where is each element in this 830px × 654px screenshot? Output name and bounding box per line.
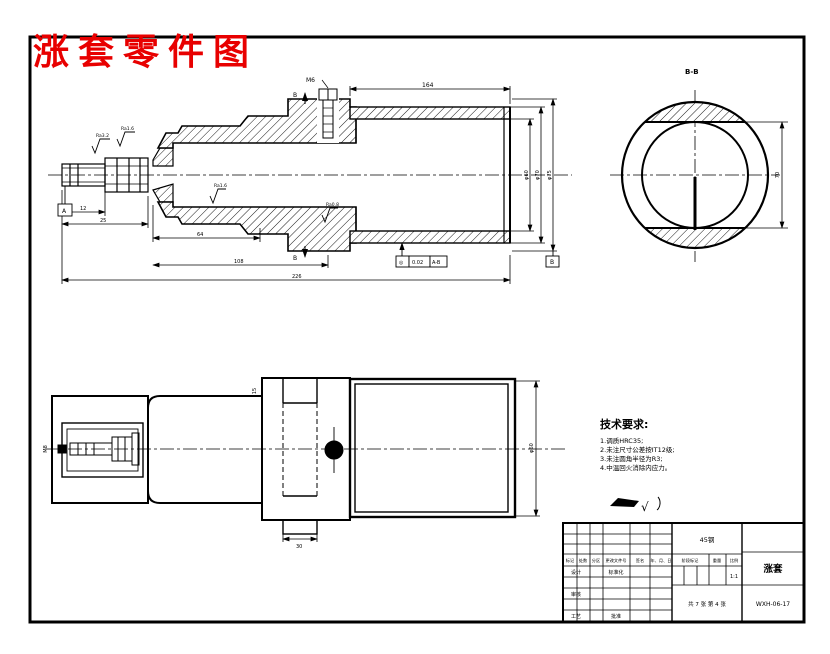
tb-col-fenqu: 分区 bbox=[592, 557, 600, 564]
inner-shaft-detail bbox=[57, 432, 140, 466]
tb-part-name: 涨套 bbox=[763, 563, 783, 575]
tb-stage-label: 阶段标记 bbox=[682, 557, 700, 564]
tech-req-line-1: 1.调质HRC35; bbox=[600, 436, 643, 445]
body-outline bbox=[147, 395, 263, 504]
tb-row-sheji: 设计 bbox=[571, 569, 581, 576]
tech-req-line-2: 2.未注尺寸公差按IT12级; bbox=[600, 445, 675, 454]
tb-sheet-info: 共 7 张 第 4 张 bbox=[688, 600, 726, 608]
title-block-row-labels: 设计 标准化 审核 工艺 批准 bbox=[571, 569, 624, 620]
roughness-label-3: Ra1.6 bbox=[214, 183, 227, 189]
dim-64-label: 64 bbox=[197, 232, 203, 238]
tech-requirements: 技术要求: 1.调质HRC35; 2.未注尺寸公差按IT12级; 3.未注圆角半… bbox=[600, 417, 675, 472]
tb-row-gongyi: 工艺 bbox=[571, 614, 581, 620]
stub-shaft bbox=[61, 157, 149, 193]
screw-dim-label: M6 bbox=[306, 77, 315, 84]
tech-req-line-4: 4.中温回火消除内应力。 bbox=[600, 463, 671, 472]
side-view: M8 15 30 φ60 bbox=[43, 377, 565, 550]
end-view-flat-dim-label: 70 bbox=[775, 172, 781, 178]
title-block-right-labels: 涨套 WXH-06-17 bbox=[756, 563, 790, 608]
body-lower-section bbox=[156, 201, 357, 252]
datum-a-label: A bbox=[62, 208, 67, 215]
body-web-section bbox=[152, 147, 174, 203]
tb-weight-label: 重量 bbox=[713, 557, 721, 564]
tolerance-symbol: ◎ bbox=[399, 260, 404, 266]
dim-30 bbox=[282, 534, 318, 542]
tb-col-wenjianhao: 更改文件号 bbox=[606, 557, 627, 564]
datum-b-flag bbox=[545, 251, 560, 268]
tb-col-chushu: 处数 bbox=[579, 557, 588, 564]
tolerance-value: 0.02 bbox=[412, 260, 423, 266]
tb-scale-value: 1:1 bbox=[730, 574, 738, 580]
dims-right-diameters bbox=[510, 98, 557, 252]
tb-col-riqi: 年、月、日 bbox=[651, 557, 672, 564]
dim-dia-inner-label: φ60 bbox=[524, 170, 530, 180]
dim-dia-collar-label: φ75 bbox=[547, 170, 553, 180]
drawing-frame bbox=[28, 35, 806, 624]
datum-b-label: B bbox=[550, 259, 554, 266]
roughness-glyph bbox=[610, 498, 639, 507]
end-view-dim bbox=[745, 121, 788, 229]
tb-col-biaoji: 标记 bbox=[566, 557, 575, 564]
roughness-label-1: Ra3.2 bbox=[96, 133, 109, 139]
roughness-label-4: Ra0.8 bbox=[326, 202, 339, 208]
tech-req-line-3: 3.未注圆角半径为R3; bbox=[600, 454, 663, 463]
roughness-label-2: Ra1.6 bbox=[121, 126, 134, 132]
datum-a-flag bbox=[57, 186, 73, 217]
default-roughness-symbol: √ bbox=[641, 500, 649, 514]
tb-drawing-no: WXH-06-17 bbox=[756, 601, 790, 608]
side-dim-30-label: 30 bbox=[296, 544, 302, 550]
sleeve-walls-section bbox=[173, 106, 511, 244]
tb-row-pizhun: 批准 bbox=[611, 613, 621, 620]
section-arrow-label-bottom: B bbox=[293, 255, 297, 262]
tb-row-biaozhunhua: 标准化 bbox=[608, 569, 623, 576]
tech-req-title: 技术要求: bbox=[600, 417, 648, 431]
tb-col-qianming: 签名 bbox=[636, 557, 644, 564]
tb-row-shenhe: 审核 bbox=[571, 591, 581, 598]
dim-dia-outer-label: φ70 bbox=[535, 170, 541, 180]
tb-scale-label: 比例 bbox=[730, 557, 738, 564]
title-block: 标记 处数 分区 更改文件号 签名 年、月、日 设计 标准化 审核 工艺 批准 … bbox=[562, 522, 805, 623]
page-title: 涨套零件图 bbox=[33, 31, 259, 73]
section-arrow-label-top: B bbox=[293, 92, 297, 99]
dim-top-length-label: 164 bbox=[422, 82, 434, 89]
set-screw bbox=[317, 79, 339, 143]
side-dim-15-label: 15 bbox=[252, 388, 258, 394]
default-roughness-note bbox=[610, 496, 661, 511]
dim-25-label: 25 bbox=[100, 218, 106, 224]
dim-226-label: 226 bbox=[292, 274, 302, 280]
title-block-header-labels: 标记 处数 分区 更改文件号 签名 年、月、日 bbox=[566, 557, 672, 564]
main-section-view: M6 B B 164 φ60 φ70 φ75 bbox=[48, 77, 572, 284]
side-thread-label: M8 bbox=[43, 445, 49, 453]
dim-108-label: 108 bbox=[234, 259, 244, 265]
tb-material: 45钢 bbox=[700, 536, 715, 544]
side-dia-dim bbox=[515, 380, 540, 517]
tolerance-datum: A-B bbox=[432, 260, 441, 266]
side-dia-label: φ60 bbox=[529, 443, 535, 453]
tolerance-frame bbox=[395, 242, 448, 268]
title-block-middle-labels: 45钢 阶段标记 重量 比例 1:1 共 7 张 第 4 张 bbox=[682, 536, 739, 608]
title-block-grid bbox=[563, 523, 804, 622]
roughness-marks bbox=[91, 131, 338, 224]
sleeve-outline bbox=[348, 377, 517, 519]
end-view-label: B-B bbox=[685, 68, 699, 76]
end-view: 70 B-B bbox=[610, 68, 788, 262]
dim-12-label: 12 bbox=[80, 206, 86, 212]
dim-top-length bbox=[349, 86, 511, 104]
